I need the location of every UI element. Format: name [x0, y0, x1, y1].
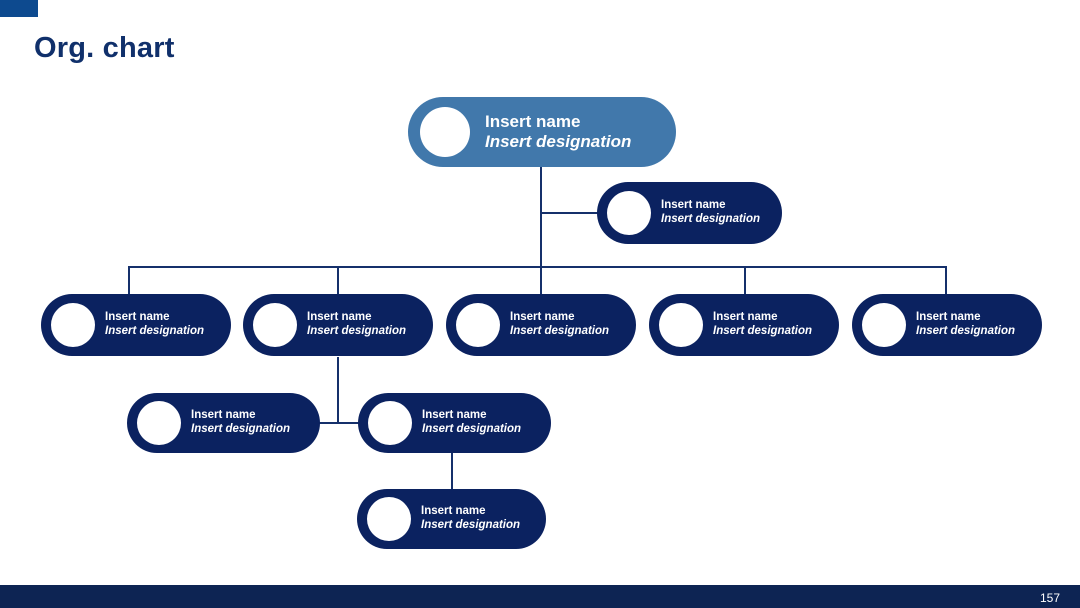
org-node-name: Insert name — [422, 409, 487, 422]
accent-rectangle — [0, 0, 38, 17]
org-node-designation: Insert designation — [916, 325, 1016, 337]
footer-bar — [0, 585, 1080, 608]
org-node-level3-2[interactable]: Insert name Insert designation — [243, 294, 433, 356]
org-node-level3-5[interactable]: Insert name Insert designation — [852, 294, 1042, 356]
org-node-name: Insert name — [307, 311, 372, 324]
org-node-level5-1[interactable]: Insert name Insert designation — [357, 489, 546, 549]
org-node-name: Insert name — [661, 199, 726, 212]
avatar — [420, 107, 470, 157]
avatar — [368, 401, 412, 445]
avatar — [659, 303, 703, 347]
org-node-name: Insert name — [510, 311, 575, 324]
avatar — [367, 497, 411, 541]
org-node-name: Insert name — [191, 409, 256, 422]
org-node-level1[interactable]: Insert name Insert designation — [408, 97, 676, 167]
avatar — [456, 303, 500, 347]
org-node-designation: Insert designation — [191, 423, 291, 435]
connector-trunk-vertical — [540, 167, 542, 267]
org-node-level3-4[interactable]: Insert name Insert designation — [649, 294, 839, 356]
org-node-designation: Insert designation — [661, 213, 761, 225]
org-node-text: Insert name Insert designation — [916, 311, 1015, 338]
avatar — [862, 303, 906, 347]
org-node-text: Insert name Insert designation — [421, 505, 520, 532]
page-number: 157 — [1039, 591, 1060, 605]
org-node-name: Insert name — [421, 505, 486, 518]
org-node-level3-1[interactable]: Insert name Insert designation — [41, 294, 231, 356]
org-node-designation: Insert designation — [485, 132, 632, 151]
connector-drop-node6 — [744, 266, 746, 296]
org-node-level2[interactable]: Insert name Insert designation — [597, 182, 782, 244]
org-node-designation: Insert designation — [307, 325, 407, 337]
footer-divider — [0, 583, 1080, 585]
org-node-name: Insert name — [105, 311, 170, 324]
org-node-designation: Insert designation — [422, 423, 522, 435]
connector-drop-node5 — [540, 266, 542, 296]
connector-level5-vertical — [451, 453, 453, 490]
org-node-designation: Insert designation — [105, 325, 205, 337]
org-node-text: Insert name Insert designation — [105, 311, 204, 338]
org-node-name: Insert name — [485, 111, 581, 131]
org-node-text: Insert name Insert designation — [713, 311, 812, 338]
org-node-name: Insert name — [916, 311, 981, 324]
connector-level3-horizontal — [128, 266, 946, 268]
org-node-level4-1[interactable]: Insert name Insert designation — [127, 393, 320, 453]
org-node-text: Insert name Insert designation — [510, 311, 609, 338]
connector-drop-node7 — [945, 266, 947, 296]
org-node-designation: Insert designation — [713, 325, 813, 337]
org-node-designation: Insert designation — [421, 519, 521, 531]
org-node-text: Insert name Insert designation — [307, 311, 406, 338]
org-node-text: Insert name Insert designation — [422, 409, 521, 436]
org-node-name: Insert name — [713, 311, 778, 324]
org-node-text: Insert name Insert designation — [191, 409, 290, 436]
org-node-designation: Insert designation — [510, 325, 610, 337]
connector-drop-node3 — [128, 266, 130, 296]
org-node-text: Insert name Insert designation — [661, 199, 760, 226]
org-node-text: Insert name Insert designation — [485, 112, 631, 152]
page-title: Org. chart — [34, 32, 175, 64]
connector-to-level2 — [540, 212, 602, 214]
avatar — [51, 303, 95, 347]
avatar — [137, 401, 181, 445]
connector-drop-node4 — [337, 266, 339, 296]
avatar — [607, 191, 651, 235]
avatar — [253, 303, 297, 347]
connector-level4-vertical — [337, 357, 339, 423]
org-node-level4-2[interactable]: Insert name Insert designation — [358, 393, 551, 453]
connector-level4-horizontal — [319, 422, 359, 424]
org-node-level3-3[interactable]: Insert name Insert designation — [446, 294, 636, 356]
